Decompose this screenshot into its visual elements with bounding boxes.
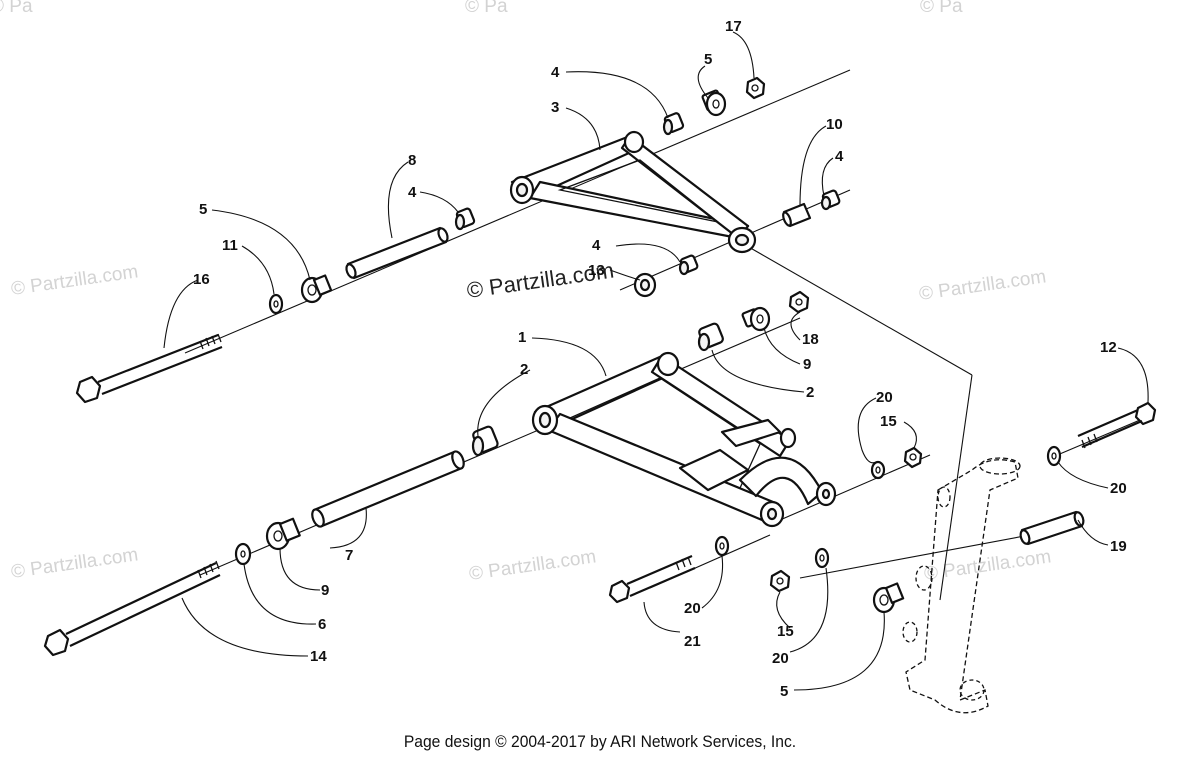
callout-5-lower: 5 xyxy=(780,683,788,700)
upper-a-arm-3 xyxy=(509,130,757,254)
sleeve-10 xyxy=(782,202,812,228)
callout-9-left: 9 xyxy=(321,582,329,599)
upper-to-spindle-line xyxy=(739,241,973,376)
callout-20-bolt: 20 xyxy=(684,600,701,617)
spindle-drop-line xyxy=(939,374,973,601)
watermark-top-center: © Pa xyxy=(465,0,508,17)
upper-rear-axis-line xyxy=(184,69,851,354)
callout-13: 13 xyxy=(588,262,605,279)
callout-3: 3 xyxy=(551,99,559,116)
page-footer: Page design © 2004-2017 by ARI Network S… xyxy=(403,732,797,751)
washer-20-lower xyxy=(814,547,830,569)
callout-15-lower: 15 xyxy=(777,623,794,640)
callout-17: 17 xyxy=(725,18,742,35)
callout-5-top: 5 xyxy=(704,51,712,68)
washer-20-bolt xyxy=(714,535,730,557)
bolt-21 xyxy=(608,554,696,604)
lock-nut-17 xyxy=(745,76,766,100)
bushing-2-left xyxy=(471,425,499,457)
bolt-16 xyxy=(75,333,223,404)
watermark-right-mid: © Partzilla.com xyxy=(918,266,1048,305)
sleeve-7 xyxy=(311,450,465,528)
callout-11: 11 xyxy=(222,237,238,254)
washer-20-spindle xyxy=(1046,445,1062,467)
callout-19: 19 xyxy=(1110,538,1127,555)
lock-nut-15-lower xyxy=(769,569,791,593)
watermark-top-left: © Pa xyxy=(0,0,33,17)
flange-bushing-9-right xyxy=(741,306,771,332)
washer-6 xyxy=(234,542,252,566)
watermark-left-low: © Partzilla.com xyxy=(10,544,140,583)
callout-2-left: 2 xyxy=(520,361,528,378)
callout-9-right: 9 xyxy=(803,356,811,373)
bushing-4-right xyxy=(820,189,841,211)
bolt-14 xyxy=(43,560,221,657)
bushing-4-top xyxy=(662,112,685,136)
leader-lines xyxy=(163,31,1149,691)
callout-20-spindle: 20 xyxy=(1110,480,1127,497)
washer-20-front xyxy=(870,460,886,480)
callout-7: 7 xyxy=(345,547,353,564)
callout-20-front: 20 xyxy=(876,389,893,406)
bushing-13 xyxy=(633,272,657,298)
flange-bushing-5-left xyxy=(300,274,333,304)
watermark-top-right: © Pa xyxy=(920,0,963,17)
callout-4-lower: 4 xyxy=(592,237,601,254)
callout-labels: 17 5 4 3 10 4 8 4 5 11 16 4 13 18 9 1 2 … xyxy=(193,18,1127,700)
bushing-4-lower xyxy=(678,254,699,276)
lock-nut-15-front xyxy=(903,446,923,469)
callout-20-lower: 20 xyxy=(772,650,789,667)
lower-a-arm-1 xyxy=(531,351,837,528)
pin-19 xyxy=(1019,510,1085,546)
callout-15-front: 15 xyxy=(880,413,897,430)
spindle-pin-axis-line xyxy=(799,534,1031,579)
callout-1: 1 xyxy=(518,329,526,346)
callout-18: 18 xyxy=(802,331,819,348)
callout-10: 10 xyxy=(826,116,843,133)
spindle-outline xyxy=(902,457,1021,714)
watermark-right-low: © Partzilla.com xyxy=(923,546,1053,585)
watermark-center-low: © Partzilla.com xyxy=(468,546,598,585)
upper-a-arm-assembly xyxy=(75,69,973,601)
watermark-left-mid: © Partzilla.com xyxy=(10,261,140,300)
lock-nut-18 xyxy=(788,290,810,314)
bushing-4-left xyxy=(454,207,476,231)
callout-4-top: 4 xyxy=(551,64,560,81)
callout-14: 14 xyxy=(310,648,327,665)
callout-6: 6 xyxy=(318,616,326,633)
callout-4-left: 4 xyxy=(408,184,417,201)
flange-bushing-5-top xyxy=(701,89,727,117)
washer-11 xyxy=(268,293,284,315)
lower-a-arm-assembly xyxy=(43,290,1157,714)
callout-12: 12 xyxy=(1100,339,1117,356)
sleeve-8 xyxy=(345,226,449,280)
callout-21: 21 xyxy=(684,633,701,650)
bolt-12 xyxy=(1077,401,1157,449)
lower-rear-axis-line xyxy=(199,317,801,576)
flange-bushing-9-left xyxy=(265,517,301,551)
callout-4-right: 4 xyxy=(835,148,844,165)
callout-8: 8 xyxy=(408,152,416,169)
lower-front-axis-line xyxy=(779,454,931,521)
flange-bushing-5-lower xyxy=(872,582,905,614)
bushing-2-right xyxy=(697,322,724,352)
callout-16: 16 xyxy=(193,271,210,288)
callout-2-right: 2 xyxy=(806,384,814,401)
bolt-12-axis-line xyxy=(1054,419,1141,457)
callout-5-left: 5 xyxy=(199,201,207,218)
